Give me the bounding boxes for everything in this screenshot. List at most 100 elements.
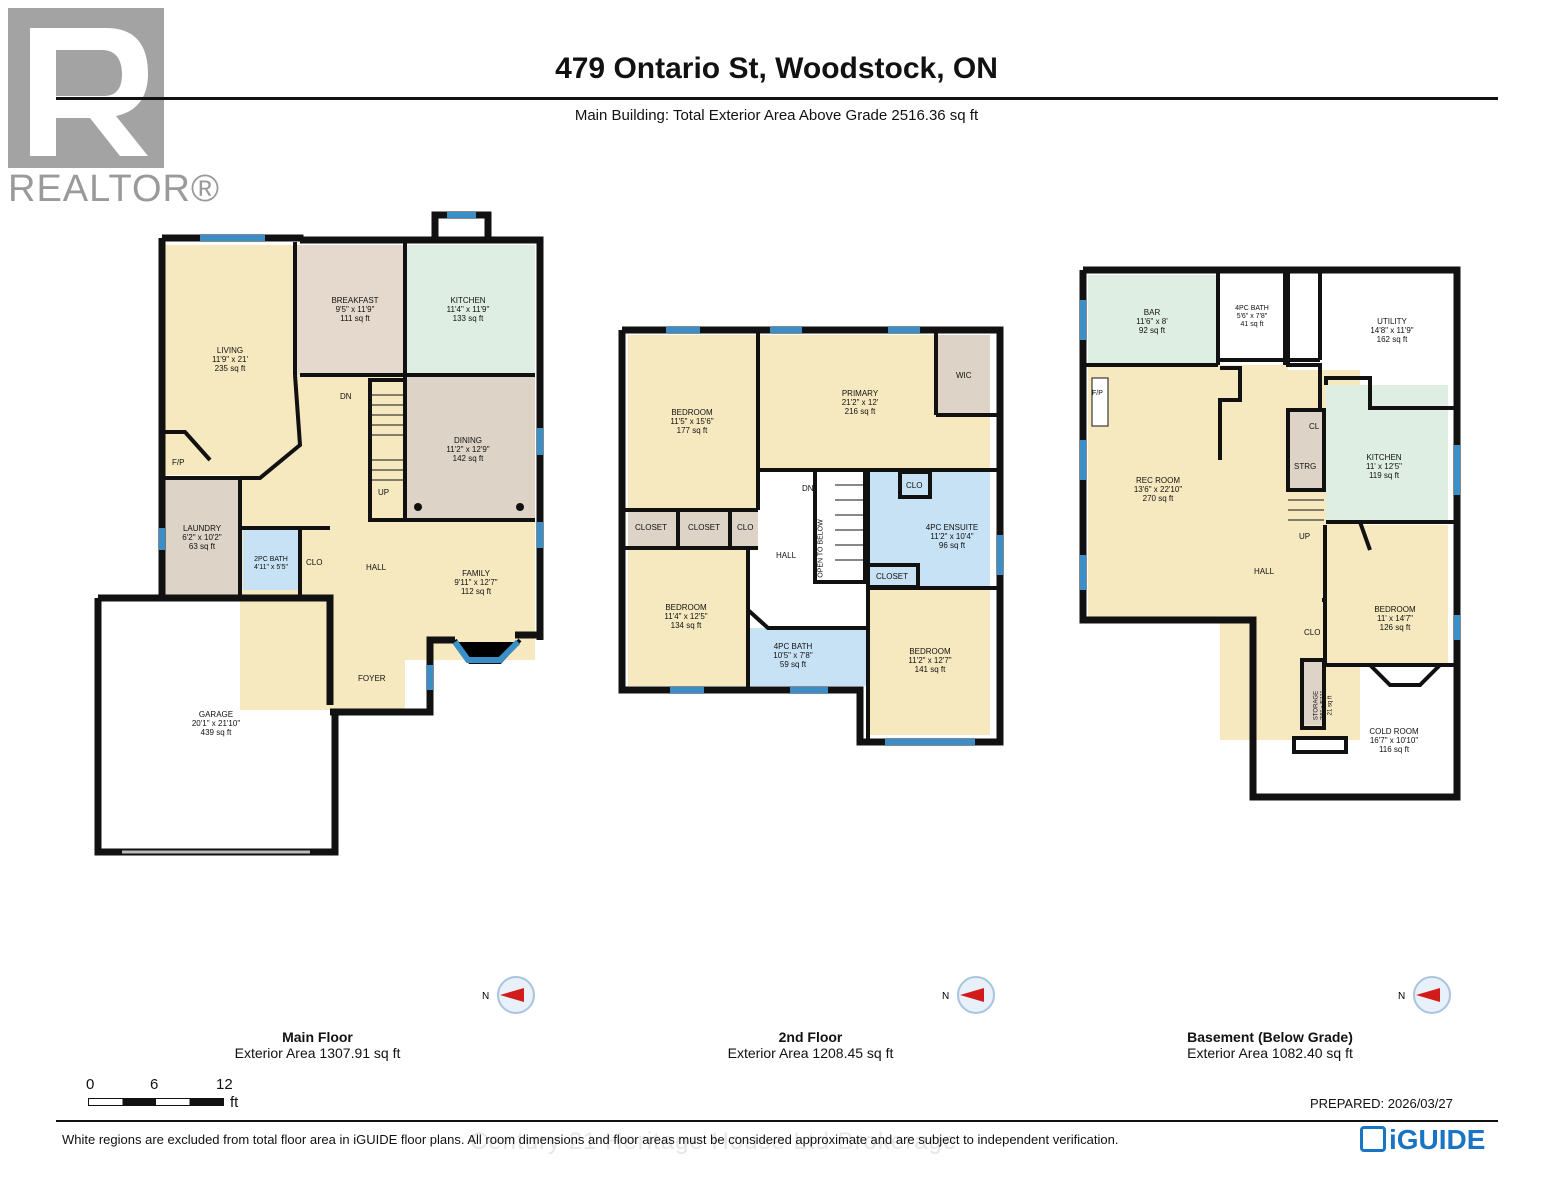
room-dims: 13'6" x 22'10" [1133,485,1183,494]
room-area: 119 sq ft [1368,471,1400,480]
bedroom2-room [628,550,748,686]
scale-bar-graphic [88,1098,224,1106]
room-name: DINING [454,436,482,445]
room-label-bedroom3: BEDROOM 11'2" x 12'7" 141 sq ft [890,647,970,674]
room-label-bath4b: 4PC BATH 5'6" x 7'8" 41 sq ft [1220,305,1284,329]
prepared-date: PREPARED: 2026/03/27 [1310,1096,1453,1111]
room-name: PRIMARY [841,389,879,398]
floor-area: Exterior Area 1082.40 sq ft [1187,1045,1353,1061]
room-label-bath2: 2PC BATH 4'11" x 5'5" [244,556,298,572]
kitchen-room [405,245,535,375]
floor-caption-main: Main Floor Exterior Area 1307.91 sq ft [200,1029,435,1061]
room-area: 63 sq ft [188,542,216,551]
room-label-utility: UTILITY 14'8" x 11'9" 162 sq ft [1352,317,1432,344]
room-label-dining: DINING 11'2" x 12'9" 142 sq ft [428,436,508,463]
room-area: 41 sq ft [1240,321,1264,328]
bedroom-room-b [1325,525,1448,665]
scale-tick-0: 0 [86,1076,95,1093]
room-label-cold-room: COLD ROOM 16'7" x 10'10" 116 sq ft [1354,727,1434,754]
disclaimer-text: White regions are excluded from total fl… [62,1132,1119,1147]
scale-unit: ft [230,1094,239,1111]
label-closet: CLO [306,558,323,567]
label-stairs-down: DN [802,484,814,493]
label-hall: HALL [366,563,387,572]
compass-second: N [942,974,998,1021]
compass-icon: N [1398,976,1451,1014]
room-name: FAMILY [462,569,490,578]
room-name: 4PC BATH [773,642,813,651]
room-name: 4PC BATH [1235,305,1269,312]
room-area: 92 sq ft [1138,326,1166,335]
room-dims: 11'9" x 21' [212,355,248,364]
closets-area [628,510,758,548]
room-label-kitchen: KITCHEN 11'4" x 11'9" 133 sq ft [428,296,508,323]
compass-n-label: N [1398,991,1405,1002]
room-dims: 11' x 12'5" [1366,462,1402,471]
room-area: 134 sq ft [670,621,702,630]
compass-icon: N [482,976,535,1014]
label-cl: CL [1309,422,1320,431]
room-dims: 6'2" x 10'2" [182,533,222,542]
floor-name: 2nd Floor [778,1029,843,1045]
label-clo-1: CLO [737,523,754,532]
room-area: 141 sq ft [914,665,946,674]
label-clo: CLO [1304,628,1321,637]
room-name: 2PC BATH [254,556,288,563]
floor-area: Exterior Area 1307.91 sq ft [234,1045,401,1061]
room-dims: 3'6" x 5'11" [1320,690,1327,721]
room-area: 235 sq ft [214,364,246,373]
room-area: 439 sq ft [200,728,232,737]
room-label-living: LIVING 11'9" x 21' 235 sq ft [195,346,265,373]
bath2-room [243,530,298,590]
room-dims: 9'5" x 11'9" [335,305,375,314]
iguide-wordmark: iGUIDE [1389,1124,1486,1155]
room-name: BEDROOM [1374,605,1416,614]
room-label-primary: PRIMARY 21'2" x 12' 216 sq ft [820,389,900,416]
label-closet-3: CLOSET [876,572,909,581]
floor-name: Main Floor [282,1029,353,1045]
room-area: 116 sq ft [1378,745,1410,754]
floor-caption-second: 2nd Floor Exterior Area 1208.45 sq ft [693,1029,928,1061]
label-stairs-up: UP [378,488,390,497]
room-area: 133 sq ft [452,314,484,323]
brokerage-watermark: Century 21 Heritage House Ltd Brokerage [470,1128,958,1155]
compass-basement: N [1398,974,1454,1021]
label-hall: HALL [776,551,797,560]
room-label-ensuite: 4PC ENSUITE 11'2" x 10'4" 96 sq ft [912,523,992,550]
second-floor-plan [618,326,1004,746]
scale-tick-6: 6 [150,1076,159,1093]
floor-area: Exterior Area 1208.45 sq ft [727,1045,894,1061]
page-subtitle: Main Building: Total Exterior Area Above… [574,107,979,124]
room-name: BAR [1143,308,1161,317]
room-area: 270 sq ft [1142,494,1174,503]
main-floor-plan [94,211,544,856]
realtor-logo [8,8,164,168]
basement-plan [1079,266,1461,801]
label-hall: HALL [1254,567,1275,576]
room-area: 111 sq ft [340,314,370,323]
label-stairs-down: DN [340,392,352,401]
room-area: 216 sq ft [844,407,876,416]
room-dims: 4'11" x 5'5" [254,564,288,571]
room-name: BEDROOM [671,408,713,417]
room-dims: 20'1" x 21'10" [191,719,241,728]
label-strg: STRG [1294,462,1317,471]
room-label-breakfast: BREAKFAST 9'5" x 11'9" 111 sq ft [315,296,395,323]
title-rule [56,97,1498,100]
room-name: LAUNDRY [182,524,222,533]
room-area: 21 sq ft [1327,695,1334,716]
iguide-icon [1360,1126,1386,1152]
room-area: 59 sq ft [779,660,807,669]
laundry-room [165,480,240,595]
footer-rule [56,1120,1498,1122]
room-dims: 21'2" x 12' [841,398,879,407]
room-name: 4PC ENSUITE [925,523,979,532]
room-name: REC ROOM [1136,476,1180,485]
room-label-bedroom2: BEDROOM 11'4" x 12'5" 134 sq ft [646,603,726,630]
room-name: BEDROOM [909,647,951,656]
room-dims: 11' x 14'7" [1377,614,1413,623]
room-name: COLD ROOM [1369,727,1419,736]
room-dims: 11'2" x 12'7" [908,656,952,665]
room-label-garage: GARAGE 20'1" x 21'10" 439 sq ft [176,710,256,737]
storage-room [1302,660,1324,725]
